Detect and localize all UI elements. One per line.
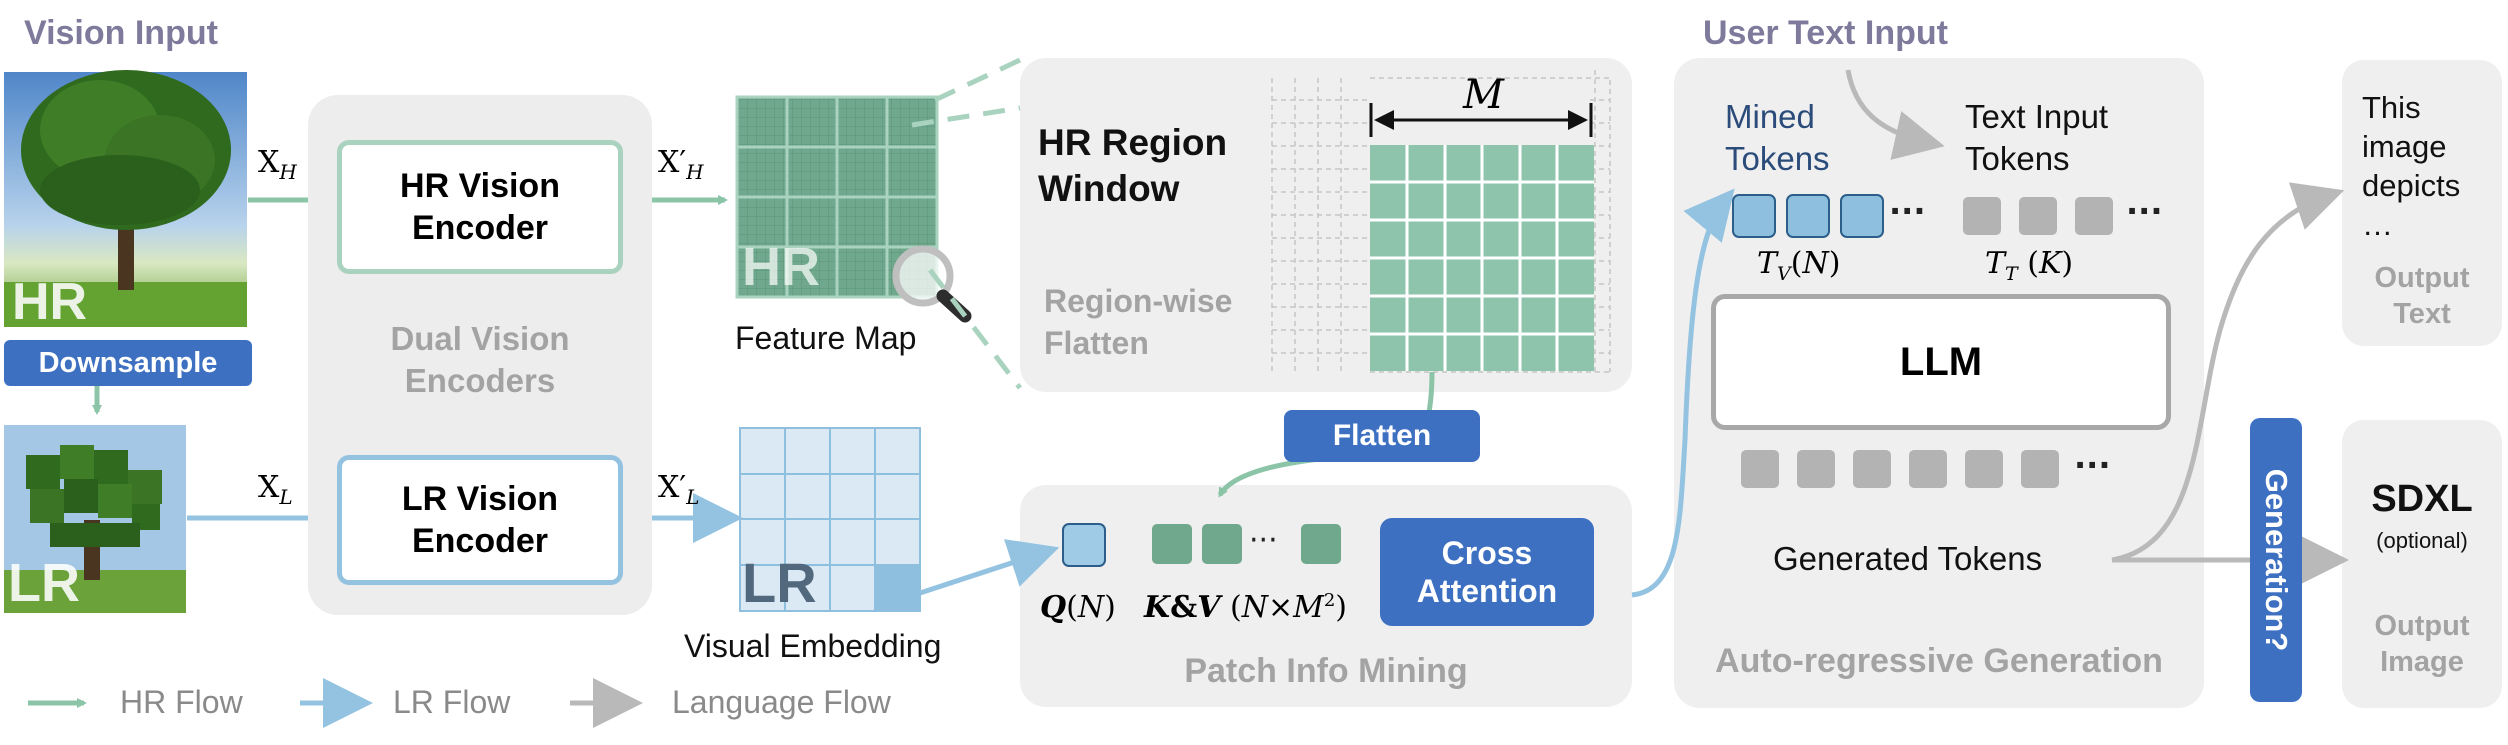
hr-image [4, 70, 247, 327]
m-label: M [1463, 72, 1504, 118]
svg-text:···: ··· [2126, 192, 2162, 230]
cross-attention-block: Cross Attention [1380, 518, 1594, 626]
mined-flow-arrow [1631, 188, 1735, 598]
output-image-panel [2342, 420, 2502, 708]
zoom-line-top [911, 105, 1021, 128]
output-text-panel [2342, 60, 2502, 346]
x-l-label: XL [258, 470, 293, 509]
zoom-line-bottom [928, 268, 1022, 390]
sdxl-optional: (optional) [2376, 528, 2468, 553]
zoom-line-top-outer [933, 57, 1022, 103]
sdxl-label: SDXL [2371, 478, 2473, 520]
output-text-arrow [2111, 182, 2345, 563]
visual-embedding-label: Visual Embedding [684, 628, 942, 664]
user-text-arrow [1845, 69, 1945, 160]
downsample-button: Downsample [4, 340, 252, 386]
dual-encoder-label: Dual Vision Encoders [390, 320, 570, 399]
mined-tokens: ··· [1732, 192, 1925, 238]
generated-token-blocks: ··· [1741, 446, 2110, 488]
svg-text:···: ··· [2074, 446, 2110, 484]
x-l-prime-label: X′L [658, 470, 700, 509]
text-input-tokens-label: Text Input Tokens [1965, 98, 2109, 177]
output-image-label: Output Image [2374, 610, 2470, 678]
tv-label: TV(N) [1757, 246, 1841, 285]
m-dimension-bracket [1369, 103, 1593, 137]
output-text-content: This image depicts … [2362, 90, 2461, 242]
llm-block: LLM [1711, 294, 2171, 430]
q-flow-arrow [919, 539, 1060, 596]
legend-language-label: Language Flow [672, 684, 891, 720]
generated-tokens-label: Generated Tokens [1773, 540, 2043, 577]
svg-text:···: ··· [1249, 523, 1278, 558]
generation-pill: Generation? [2250, 418, 2302, 702]
output-text-label: Output Text [2374, 262, 2470, 330]
user-text-title: User Text Input [1703, 14, 1948, 52]
q-token [1062, 523, 1106, 567]
autoregressive-title: Auto-regressive Generation [1715, 642, 2163, 680]
x-h-prime-label: X′H [658, 145, 704, 184]
visual-embedding-grid [739, 427, 921, 612]
legend-hr-label: HR Flow [120, 684, 243, 720]
legend-lr-label: LR Flow [393, 684, 511, 720]
tt-label: TT (K) [1985, 246, 2074, 285]
visual-embedding-badge: LR [742, 551, 817, 614]
region-window-grid [1271, 70, 1611, 373]
generation-label: Generation? [2259, 468, 2294, 652]
lr-image-badge: LR [8, 553, 80, 613]
hr-vision-encoder: HR Vision Encoder [337, 140, 623, 274]
svg-text:···: ··· [1889, 192, 1925, 230]
region-window-subtitle: Region-wise Flatten [1044, 283, 1233, 361]
vision-input-title: Vision Input [24, 14, 218, 52]
text-input-tokens: ··· [1963, 192, 2162, 235]
mined-tokens-label: Mined Tokens [1725, 98, 1830, 177]
q-label: Q(N) [1040, 590, 1116, 625]
region-window-title: HR Region Window [1038, 122, 1228, 209]
kv-label: K&V (N×M2) [1144, 590, 1347, 625]
lr-image [4, 425, 186, 613]
x-h-label: XH [258, 145, 297, 184]
lr-vision-encoder: LR Vision Encoder [337, 455, 623, 585]
flatten-button: Flatten [1284, 410, 1480, 462]
feature-map-badge: HR [742, 237, 820, 297]
hr-image-badge: HR [12, 273, 88, 331]
kv-tokens: ··· [1152, 523, 1341, 564]
feature-map-label: Feature Map [735, 320, 917, 356]
patch-mining-title: Patch Info Mining [1184, 652, 1468, 690]
